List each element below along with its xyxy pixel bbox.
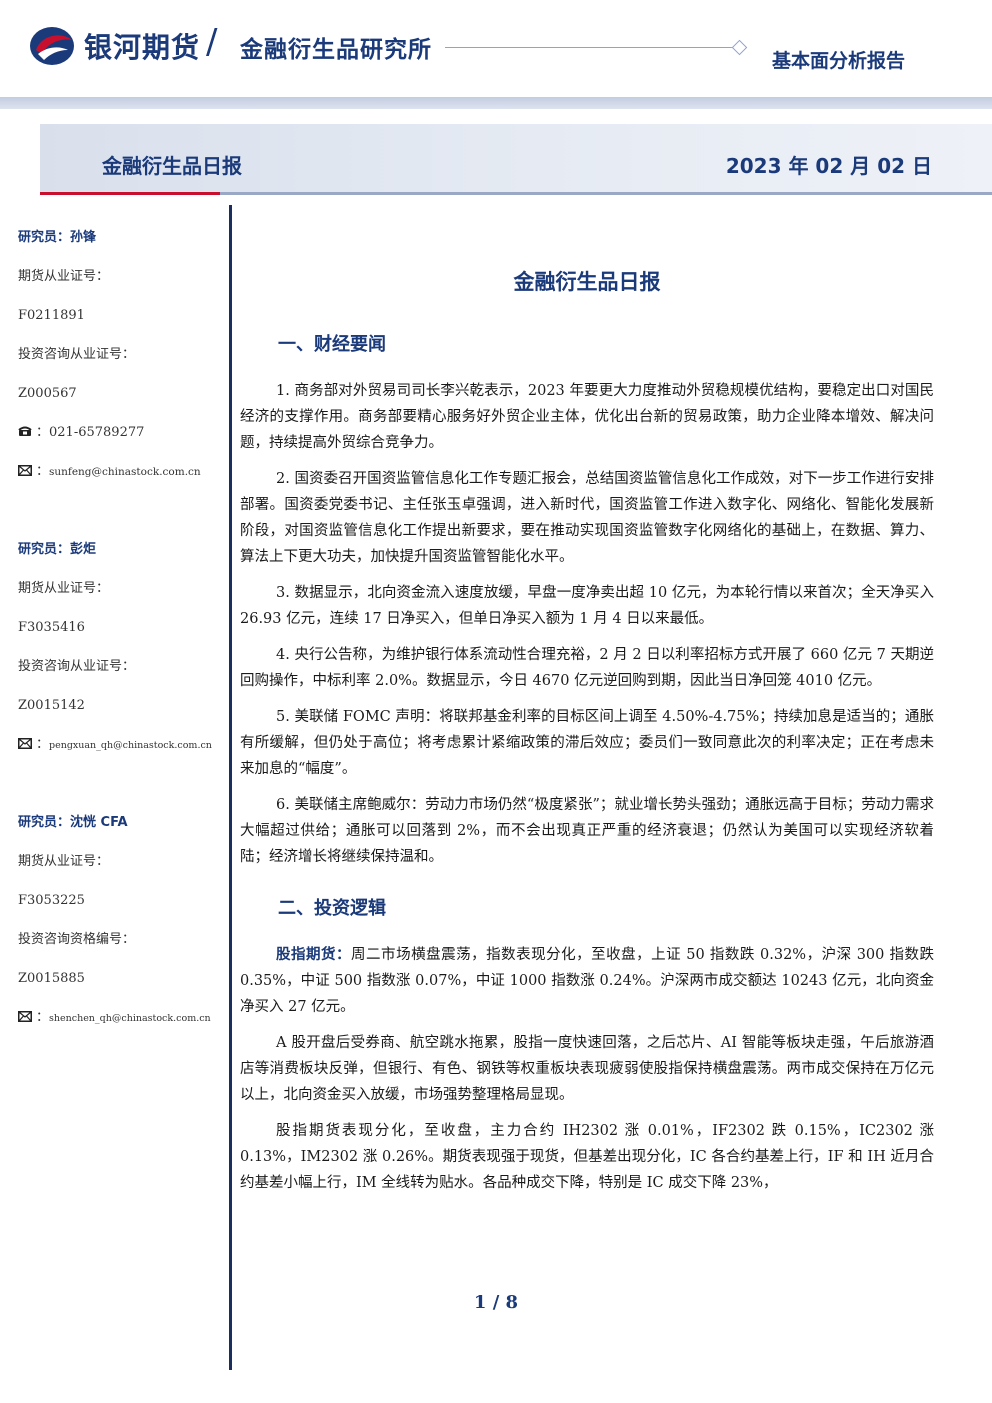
- advisory-cert-label: 投资咨询资格编号：: [18, 932, 136, 947]
- mail-icon: [18, 738, 32, 749]
- logic-text: 周二市场横盘震荡，指数表现分化，至收盘，上证 50 指数跌 0.32%，沪深 3…: [240, 947, 935, 1015]
- email-row: ：pengxuan_qh@chinastock.com.cn: [18, 731, 223, 770]
- header-slash: /: [206, 22, 218, 62]
- document-title: 金融衍生品日报: [513, 270, 661, 294]
- phone-number: 021-65789277: [49, 425, 145, 440]
- institute-name: 金融衍生品研究所: [240, 37, 432, 63]
- news-item: 3. 数据显示，北向资金流入速度放缓，早盘一度净卖出超 10 亿元，为本轮行情以…: [240, 585, 934, 627]
- page-header: 银河期货 / 金融衍生品研究所 基本面分析报告: [0, 0, 992, 96]
- yinhe-logo-icon: [30, 27, 74, 65]
- logic-lead: 股指期货：: [276, 947, 352, 963]
- advisory-cert: Z000567: [18, 386, 77, 401]
- news-item: 2. 国资委召开国资监管信息化工作专题汇报会，总结国资监管信息化工作成效，对下一…: [240, 471, 934, 565]
- analyst-name: 研究员：彭炬: [18, 542, 97, 557]
- advisory-cert: Z0015142: [18, 698, 85, 713]
- email-row: ：sunfeng@chinastock.com.cn: [18, 458, 223, 497]
- advisory-cert: Z0015885: [18, 971, 85, 986]
- header-rule: [445, 47, 735, 48]
- news-item: 4. 央行公告称，为维护银行体系流动性合理充裕，2 月 2 日以利率招标方式开展…: [240, 647, 934, 689]
- advisory-cert-label: 投资咨询从业证号：: [18, 659, 136, 674]
- logic-paragraph: A 股开盘后受券商、航空跳水拖累，股指一度快速回落，之后芯片、AI 智能等板块走…: [240, 1035, 934, 1103]
- futures-cert-label: 期货从业证号：: [18, 581, 110, 596]
- advisory-cert-label: 投资咨询从业证号：: [18, 347, 136, 362]
- phone-icon: [18, 426, 32, 436]
- email-address[interactable]: sunfeng@chinastock.com.cn: [49, 466, 201, 478]
- futures-cert: F0211891: [18, 308, 85, 323]
- email-address[interactable]: shenchen_qh@chinastock.com.cn: [49, 1013, 211, 1024]
- logic-paragraph: 股指期货：周二市场横盘震荡，指数表现分化，至收盘，上证 50 指数跌 0.32%…: [240, 942, 934, 1020]
- title-bar: 金融衍生品日报 2023 年 02 月 02 日: [40, 124, 992, 195]
- analyst-name: 研究员：孙锋: [18, 230, 97, 245]
- news-item: 1. 商务部对外贸易司司长李兴乾表示，2023 年要更大力度推动外贸稳规模优结构…: [240, 383, 934, 451]
- header-band: [0, 97, 992, 109]
- column-divider: [229, 205, 232, 1370]
- page-number: 1 / 8: [473, 1292, 519, 1313]
- report-date: 2023 年 02 月 02 日: [725, 154, 932, 178]
- title-accent: [40, 192, 220, 195]
- futures-cert-label: 期货从业证号：: [18, 269, 110, 284]
- mail-icon: [18, 1011, 32, 1022]
- section-heading-news: 一、财经要闻: [278, 334, 386, 355]
- report-body: 金融衍生品日报 一、财经要闻 1. 商务部对外贸易司司长李兴乾表示，2023 年…: [240, 260, 934, 1206]
- logic-paragraph: 股指期货表现分化，至收盘，主力合约 IH2302 涨 0.01%，IF2302 …: [240, 1123, 934, 1191]
- news-item: 6. 美联储主席鲍威尔：劳动力市场仍然“极度紧张”；就业增长势头强劲；通胀远高于…: [240, 797, 934, 865]
- futures-cert-label: 期货从业证号：: [18, 854, 110, 869]
- futures-cert: F3035416: [18, 620, 85, 635]
- analyst-sidebar: 研究员：孙锋 期货从业证号： F0211891 投资咨询从业证号： Z00056…: [18, 224, 223, 1043]
- mail-icon: [18, 465, 32, 476]
- email-row: ：shenchen_qh@chinastock.com.cn: [18, 1004, 223, 1043]
- phone-row: ：021-65789277: [18, 419, 223, 458]
- email-address[interactable]: pengxuan_qh@chinastock.com.cn: [49, 740, 212, 751]
- brand-name: 银河期货: [84, 31, 201, 64]
- diamond-icon: [731, 39, 748, 56]
- title-underline: [40, 192, 992, 195]
- report-name: 金融衍生品日报: [102, 154, 242, 178]
- news-item: 5. 美联储 FOMC 声明：将联邦基金利率的目标区间上调至 4.50%-4.7…: [240, 709, 934, 777]
- section-heading-logic: 二、投资逻辑: [278, 898, 386, 919]
- futures-cert: F3053225: [18, 893, 85, 908]
- analyst-name: 研究员：沈恍 CFA: [18, 815, 128, 830]
- report-type: 基本面分析报告: [772, 50, 906, 72]
